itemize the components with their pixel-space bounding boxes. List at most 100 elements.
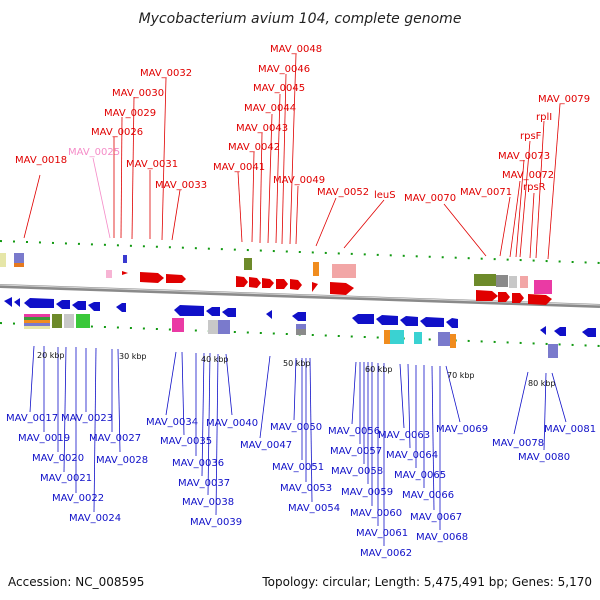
gene-label[interactable]: MAV_0081: [544, 424, 596, 435]
gene-label[interactable]: MAV_0020: [32, 453, 84, 464]
gene-label[interactable]: MAV_0066: [402, 490, 454, 501]
gene-arrow: [420, 317, 444, 327]
scale-label: 50 kbp: [283, 359, 311, 368]
gene-arrow: [24, 298, 54, 308]
feature-box: [14, 253, 24, 263]
gene-arrow: [330, 282, 354, 295]
gene-label[interactable]: MAV_0026: [91, 127, 143, 138]
gene-label[interactable]: MAV_0056: [328, 426, 380, 437]
leader-line: [267, 113, 273, 244]
gene-label[interactable]: MAV_0048: [270, 44, 322, 55]
feature-box: [390, 330, 404, 344]
scale-labels: 20 kbp 30 kbp 40 kbp 50 kbp 60 kbp 70 kb…: [37, 351, 556, 388]
gene-label[interactable]: MAV_0019: [18, 433, 70, 444]
gene-label[interactable]: MAV_0045: [253, 83, 305, 94]
gene-label[interactable]: MAV_0070: [404, 193, 456, 204]
gene-label[interactable]: MAV_0042: [228, 142, 280, 153]
gene-label[interactable]: MAV_0044: [244, 103, 296, 114]
scale-label: 60 kbp: [365, 365, 393, 374]
leader-line: [443, 203, 487, 257]
gene-label[interactable]: MAV_0049: [273, 175, 325, 186]
accession-text: Accession: NC_008595: [8, 575, 144, 589]
gene-arrow: [56, 300, 70, 309]
gene-label[interactable]: MAV_0054: [288, 503, 340, 514]
leader-line: [399, 363, 405, 429]
gene-label[interactable]: MAV_0021: [40, 473, 92, 484]
gene-arrow: [376, 315, 398, 325]
map-title: Mycobacterium avium 104, complete genome: [139, 11, 462, 27]
gene-arrow: [166, 274, 186, 283]
gene-label[interactable]: MAV_0030: [112, 88, 164, 99]
gene-label[interactable]: MAV_0053: [280, 483, 332, 494]
gene-label[interactable]: MAV_0064: [386, 450, 438, 461]
gene-label[interactable]: MAV_0072: [502, 170, 554, 181]
leader-line: [181, 351, 185, 436]
gene-label[interactable]: MAV_0078: [492, 438, 544, 449]
feature-box: [24, 323, 50, 326]
gene-arrow: [528, 294, 552, 305]
gene-label[interactable]: MAV_0028: [96, 455, 148, 466]
gene-label[interactable]: MAV_0062: [360, 548, 412, 559]
gene-label[interactable]: rplI: [536, 112, 552, 123]
gene-label[interactable]: MAV_0063: [378, 430, 430, 441]
gene-label[interactable]: MAV_0038: [182, 497, 234, 508]
gene-label[interactable]: MAV_0051: [272, 462, 324, 473]
gene-label[interactable]: MAV_0032: [140, 68, 192, 79]
leader-line: [63, 346, 67, 473]
gene-label[interactable]: MAV_0059: [341, 487, 393, 498]
rna-feature: [106, 270, 112, 278]
gene-label[interactable]: MAV_0079: [538, 94, 590, 105]
gene-label[interactable]: MAV_0023: [61, 413, 113, 424]
gene-label[interactable]: MAV_0065: [394, 470, 446, 481]
scale-label: 40 kbp: [201, 355, 229, 364]
gene-label[interactable]: MAV_0033: [155, 180, 207, 191]
scale-label: 70 kbp: [447, 371, 475, 380]
gene-label[interactable]: MAV_0067: [410, 512, 462, 523]
gene-label[interactable]: MAV_0073: [498, 151, 550, 162]
gene-label[interactable]: MAV_0058: [331, 466, 383, 477]
gene-label[interactable]: leuS: [374, 190, 396, 201]
leader-line: [513, 371, 529, 435]
gene-label[interactable]: MAV_0046: [258, 64, 310, 75]
gene-label[interactable]: MAV_0031: [126, 159, 178, 170]
genome-backbone: [0, 284, 600, 308]
feature-box: [24, 317, 50, 320]
gene-label[interactable]: MAV_0041: [213, 162, 265, 173]
gene-label[interactable]: MAV_0069: [436, 424, 488, 435]
feature-box: [123, 255, 127, 263]
gene-label[interactable]: MAV_0039: [190, 517, 242, 528]
gene-label[interactable]: MAV_0060: [350, 508, 402, 519]
gene-label[interactable]: MAV_0024: [69, 513, 121, 524]
gene-label[interactable]: MAV_0035: [160, 436, 212, 447]
gene-arrow: [290, 279, 302, 290]
gene-label[interactable]: MAV_0025: [68, 147, 120, 158]
leader-line: [309, 357, 313, 503]
leader-line: [289, 53, 297, 245]
gene-label[interactable]: rpsR: [523, 182, 546, 193]
leader-line: [275, 93, 281, 244]
gene-label[interactable]: MAV_0061: [356, 528, 408, 539]
gene-label[interactable]: MAV_0043: [236, 123, 288, 134]
gene-label[interactable]: MAV_0080: [518, 452, 570, 463]
gene-label[interactable]: MAV_0034: [146, 417, 198, 428]
gene-label[interactable]: MAV_0057: [330, 446, 382, 457]
leader-line: [515, 159, 525, 258]
gene-label[interactable]: MAV_0027: [89, 433, 141, 444]
gene-label[interactable]: MAV_0029: [104, 108, 156, 119]
gene-label[interactable]: MAV_0052: [317, 187, 369, 198]
gene-label[interactable]: rpsF: [520, 131, 542, 142]
gene-label[interactable]: MAV_0071: [460, 187, 512, 198]
gene-label[interactable]: MAV_0040: [206, 418, 258, 429]
leader-line: [519, 140, 531, 258]
leader-line: [343, 199, 385, 249]
gene-label[interactable]: MAV_0018: [15, 155, 67, 166]
gene-arrow: [582, 328, 596, 337]
gene-label[interactable]: MAV_0017: [6, 413, 58, 424]
gene-label[interactable]: MAV_0068: [416, 532, 468, 543]
feature-box: [64, 314, 74, 328]
gene-label[interactable]: MAV_0036: [172, 458, 224, 469]
gene-label[interactable]: MAV_0047: [240, 440, 292, 451]
gene-label[interactable]: MAV_0037: [178, 478, 230, 489]
gene-label[interactable]: MAV_0050: [270, 422, 322, 433]
gene-label[interactable]: MAV_0022: [52, 493, 104, 504]
